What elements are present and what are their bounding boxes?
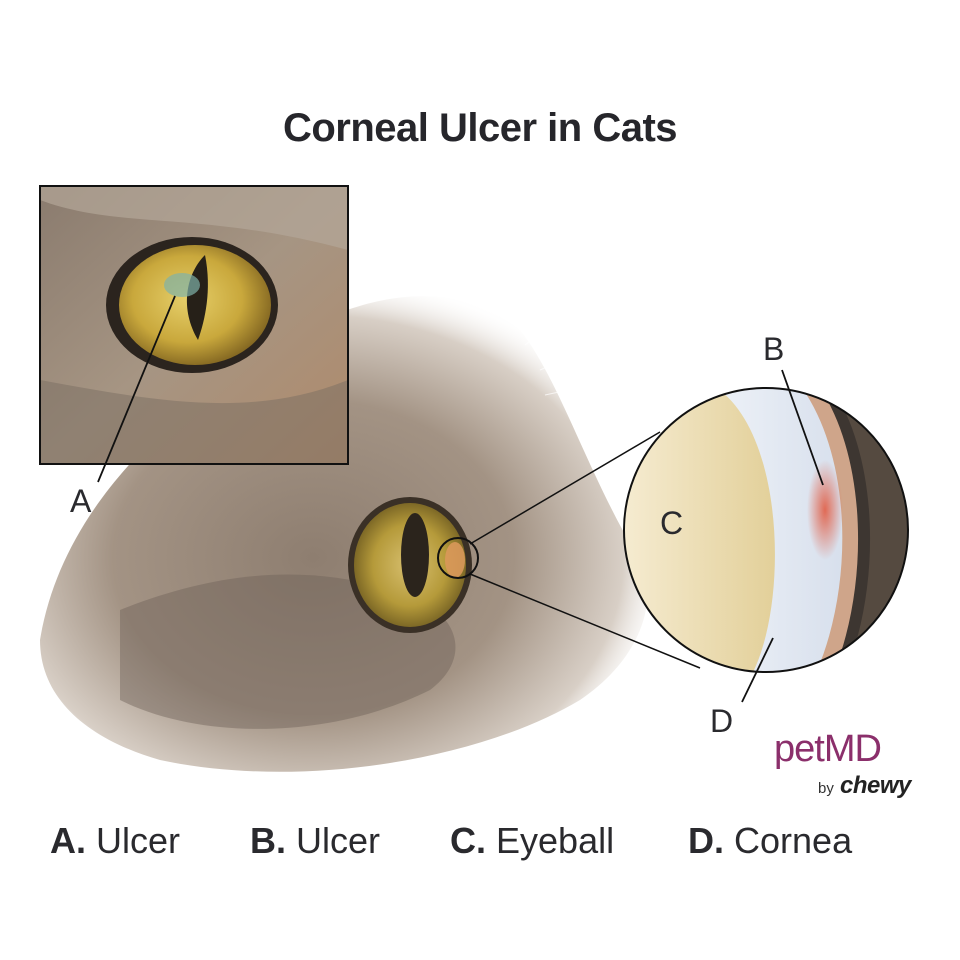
cat-eye bbox=[348, 497, 479, 633]
label-a: A bbox=[70, 483, 92, 519]
legend-letter: B. bbox=[250, 820, 286, 861]
page-title: Corneal Ulcer in Cats bbox=[282, 106, 678, 150]
legend-text: Ulcer bbox=[96, 820, 181, 861]
legend-text: Eyeball bbox=[496, 820, 615, 861]
legend-item-c: C. Eyeball bbox=[450, 820, 614, 862]
legend-item-b: B. Ulcer bbox=[250, 820, 380, 862]
pointer-line-b bbox=[781, 369, 824, 486]
legend-text: Ulcer bbox=[296, 820, 381, 861]
inset-closeup bbox=[39, 185, 349, 465]
ulcer-region bbox=[807, 460, 843, 560]
magnify-target-circle bbox=[437, 537, 479, 579]
logo-by: by bbox=[818, 780, 834, 797]
magnified-cornea bbox=[623, 387, 909, 673]
zoom-connector-lines bbox=[469, 431, 701, 669]
logo-brand: petMD bbox=[774, 728, 882, 770]
legend-item-a: A. Ulcer bbox=[50, 820, 180, 862]
legend-item-d: D. Cornea bbox=[688, 820, 852, 862]
legend-letter: C. bbox=[450, 820, 486, 861]
legend-text: Cornea bbox=[734, 820, 853, 861]
pointer-line-d bbox=[741, 637, 774, 703]
ulcer-spot bbox=[445, 542, 465, 578]
label-c: C bbox=[660, 505, 683, 541]
label-b: B bbox=[763, 331, 784, 367]
logo-partner: chewy bbox=[840, 772, 911, 799]
legend-letter: A. bbox=[50, 820, 86, 861]
legend: A. Ulcer B. Ulcer C. Eyeball D. Cornea bbox=[0, 820, 960, 864]
label-d: D bbox=[710, 703, 733, 739]
legend-letter: D. bbox=[688, 820, 724, 861]
pointer-line-a bbox=[97, 295, 176, 483]
petmd-logo: petMD by chewy bbox=[770, 728, 920, 808]
